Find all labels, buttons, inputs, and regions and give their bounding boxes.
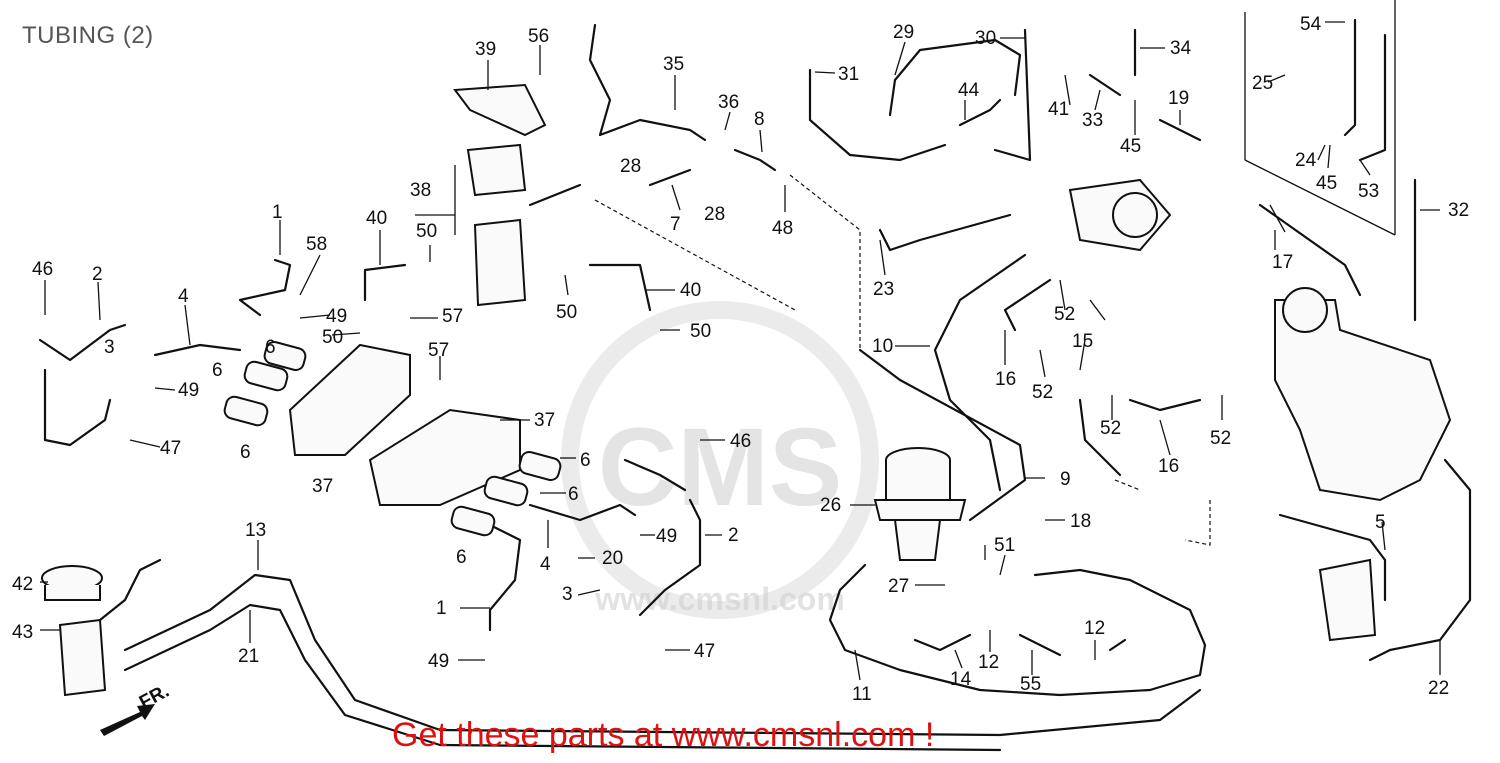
callout-2b: 2 [728,525,739,546]
callout-56: 56 [528,26,549,47]
callout-23: 23 [873,279,894,300]
front-arrow: FR. [100,681,173,736]
callout-17: 17 [1272,252,1293,273]
callout-49c: 49 [656,526,677,547]
callout-34: 34 [1170,38,1192,59]
callout-52d: 52 [1210,428,1231,449]
callout-20: 20 [602,548,623,569]
callout-32: 32 [1448,200,1469,221]
callout-50d: 50 [690,321,711,342]
watermark-url: www.cmsnl.com [594,581,845,617]
callout-31: 31 [838,64,859,85]
callout-40b: 40 [680,280,701,301]
callout-19: 19 [1168,88,1189,109]
callout-1: 1 [272,202,283,223]
callout-50c: 50 [556,302,577,323]
callout-16a: 16 [995,369,1016,390]
callout-48: 48 [772,218,793,239]
callout-38: 38 [410,180,431,201]
callout-3: 3 [104,337,115,358]
callout-6c: 6 [240,442,251,463]
callout-55: 55 [1020,674,1041,695]
leader-lines [40,21,1441,681]
callout-41: 41 [1048,99,1069,120]
callout-29: 29 [893,22,914,43]
page-title: TUBING (2) [22,22,154,49]
callout-40a: 40 [366,208,387,229]
callout-16b: 16 [1158,456,1179,477]
callout-39: 39 [475,39,496,60]
callout-28a: 28 [620,156,641,177]
callout-36: 36 [718,92,739,113]
callout-26: 26 [820,495,841,516]
callout-15: 15 [1072,331,1093,352]
callout-6a: 6 [265,337,276,358]
callout-45a: 45 [1120,136,1141,157]
callout-52a: 52 [1054,304,1075,325]
callout-6d: 6 [580,450,591,471]
callout-2: 2 [92,264,103,285]
hose-network [38,18,1472,752]
callout-42: 42 [12,574,33,595]
callout-52c: 52 [1100,418,1121,439]
callout-21: 21 [238,646,259,667]
callout-51: 51 [994,535,1015,556]
callout-52b: 52 [1032,382,1053,403]
watermark: CMS www.cmsnl.com [561,301,879,619]
callout-6b: 6 [212,360,223,381]
callout-18: 18 [1070,511,1091,532]
callout-28b: 28 [704,204,725,225]
callout-47a: 47 [160,438,181,459]
callout-35: 35 [663,54,684,75]
callout-5: 5 [1375,512,1386,533]
callout-49a: 49 [326,306,347,327]
callout-9: 9 [1060,469,1071,490]
inset-frame [1244,0,1396,236]
callout-14: 14 [950,669,972,690]
callout-11: 11 [852,684,872,705]
callout-58: 58 [306,234,327,255]
callout-6e: 6 [568,484,579,505]
promo-link[interactable]: Get these parts at www.cmsnl.com ! [392,716,935,754]
callout-4: 4 [178,286,189,307]
callout-54: 54 [1300,14,1322,35]
guide-lines [594,174,1211,546]
callout-57b: 57 [428,340,449,361]
callout-12b: 12 [1084,618,1105,639]
callout-4b: 4 [540,554,551,575]
callout-22: 22 [1428,678,1449,699]
callout-46a: 46 [32,259,53,280]
callout-30: 30 [975,28,996,49]
callout-6f: 6 [456,547,467,568]
callout-27: 27 [888,576,909,597]
callout-10: 10 [872,336,893,357]
watermark-brand: CMS [598,406,842,529]
callout-1b: 1 [436,598,447,619]
callout-33: 33 [1082,110,1103,131]
callout-3b: 3 [562,584,573,605]
callouts: 1 1 2 2 3 3 4 4 5 6 6 6 6 6 6 7 8 9 10 1… [12,14,1469,705]
callout-7: 7 [670,214,681,235]
callout-44: 44 [958,80,980,101]
callout-47b: 47 [694,641,715,662]
callout-50a: 50 [322,327,343,348]
callout-12a: 12 [978,652,999,673]
callout-43: 43 [12,622,33,643]
callout-50b: 50 [416,221,437,242]
callout-45b: 45 [1316,173,1337,194]
callout-24: 24 [1295,150,1317,171]
callout-13: 13 [245,520,266,541]
callout-37b: 37 [534,410,555,431]
callout-53: 53 [1358,181,1379,202]
callout-57a: 57 [442,306,463,327]
callout-49d: 49 [428,651,449,672]
callout-8: 8 [754,109,765,130]
callout-25: 25 [1252,73,1273,94]
callout-49b: 49 [178,380,199,401]
callout-46b: 46 [730,431,751,452]
callout-37a: 37 [312,476,333,497]
